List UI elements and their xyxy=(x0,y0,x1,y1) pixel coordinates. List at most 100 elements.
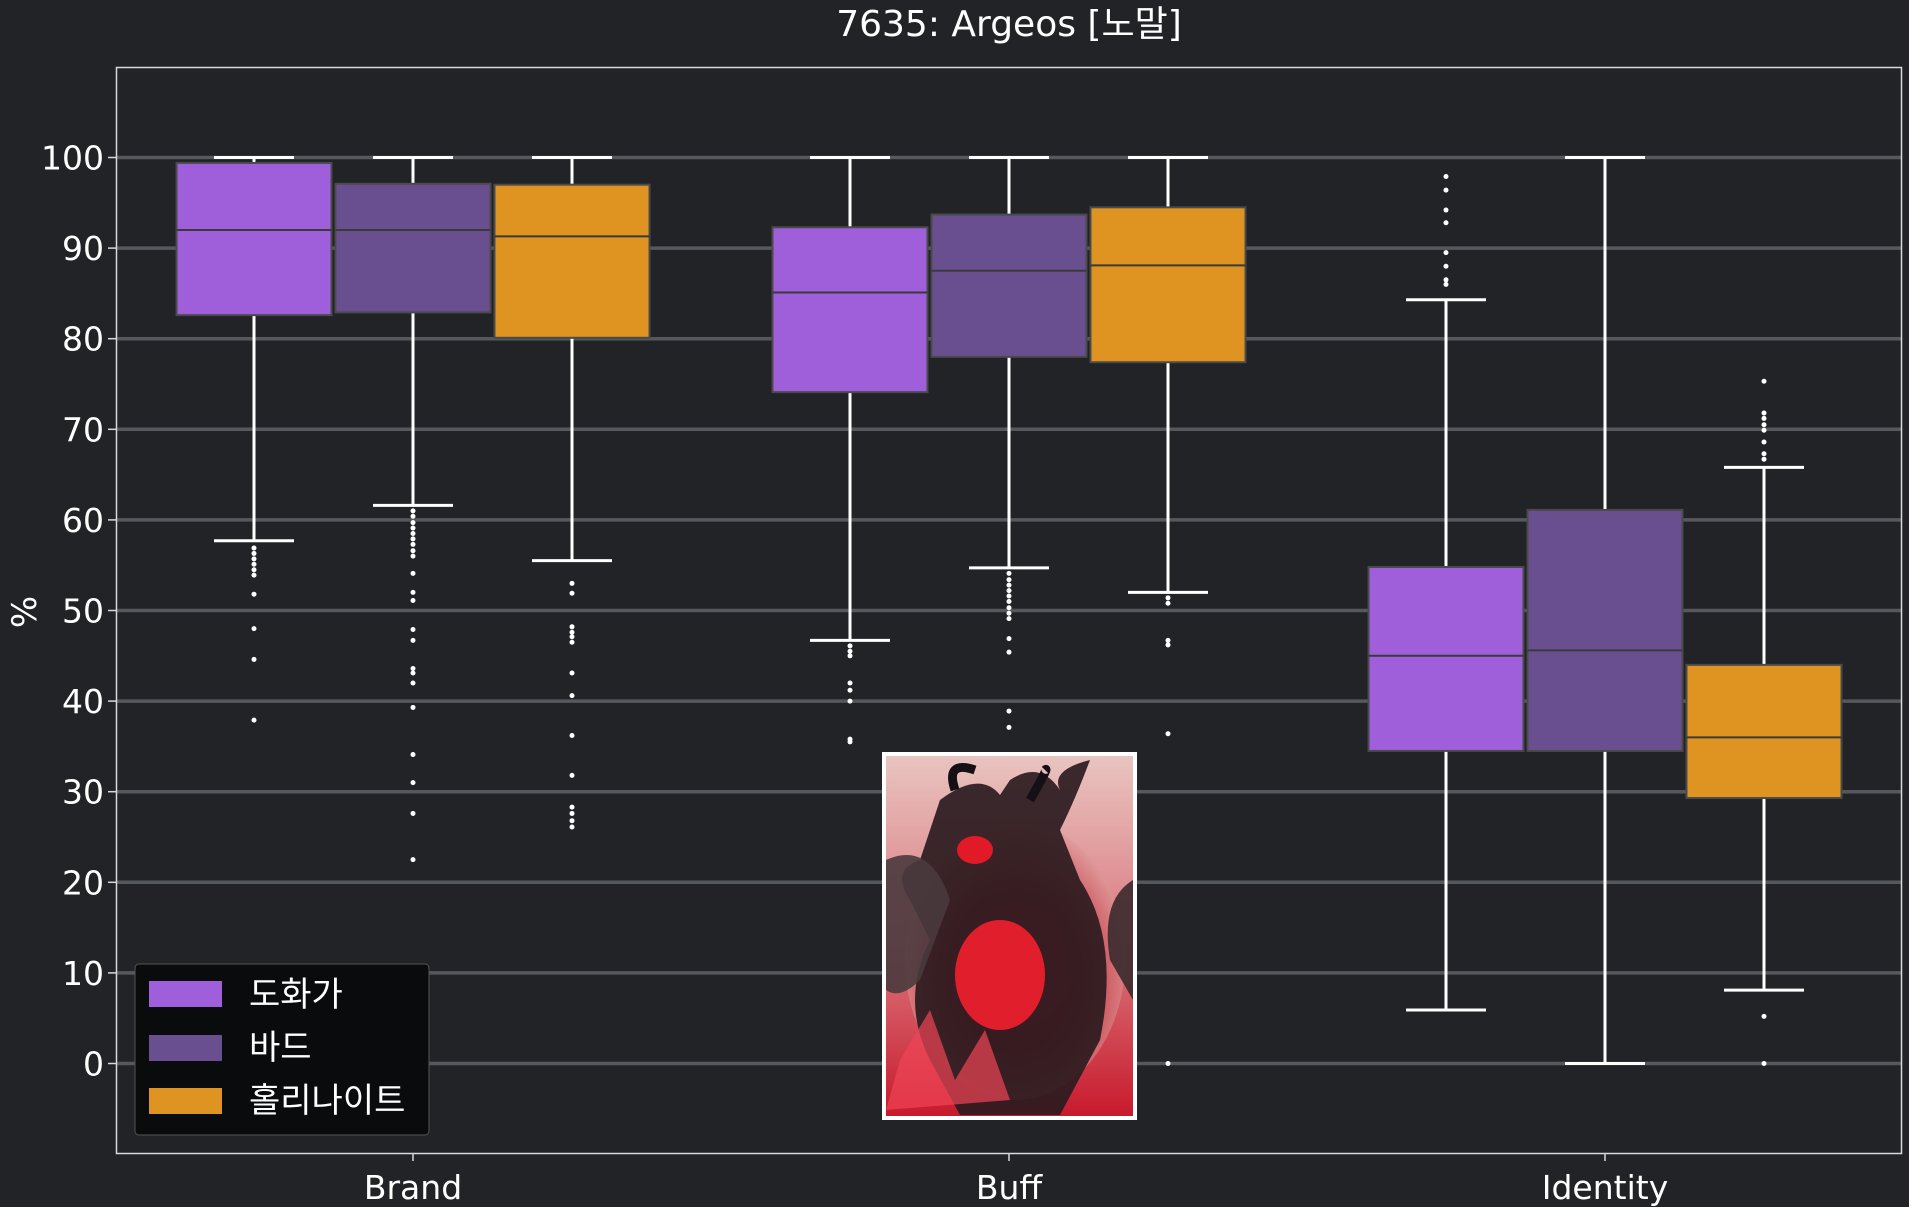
legend: 도화가 바드 홀리나이트 xyxy=(134,963,430,1136)
outlier-point xyxy=(1443,220,1449,226)
outlier-point xyxy=(1443,250,1449,256)
outlier-point xyxy=(410,752,416,758)
box-plot xyxy=(175,156,333,723)
outlier-point xyxy=(251,561,257,567)
x-tick-label: Buff xyxy=(976,1168,1044,1207)
outlier-point xyxy=(1165,637,1171,643)
outlier-point xyxy=(410,508,416,514)
box-iqr xyxy=(493,183,651,339)
box-plot xyxy=(771,156,929,745)
outlier-point xyxy=(1006,616,1012,622)
outlier-point xyxy=(1165,600,1171,606)
outlier-point xyxy=(1165,731,1171,737)
outlier-point xyxy=(847,698,853,704)
outlier-point xyxy=(1006,708,1012,714)
box-iqr xyxy=(771,226,929,394)
outlier-point xyxy=(410,780,416,786)
outlier-point xyxy=(410,548,416,554)
y-tick-label: 80 xyxy=(62,320,104,359)
outlier-point xyxy=(847,648,853,654)
legend-swatch xyxy=(149,1035,222,1061)
outlier-point xyxy=(1761,456,1767,462)
outlier-point xyxy=(251,626,257,632)
outlier-point xyxy=(410,810,416,816)
y-tick-label: 100 xyxy=(41,139,104,178)
box-plot xyxy=(1367,174,1525,1012)
outlier-point xyxy=(251,550,257,556)
outlier-point xyxy=(410,589,416,595)
outlier-point xyxy=(569,629,575,635)
outlier-point xyxy=(410,513,416,519)
y-axis-label: % xyxy=(5,596,45,628)
x-tick-label: Brand xyxy=(364,1168,462,1207)
box-iqr xyxy=(1367,566,1525,752)
outlier-point xyxy=(1165,595,1171,601)
box-iqr xyxy=(1526,508,1684,752)
outlier-point xyxy=(1006,598,1012,604)
outlier-point xyxy=(1443,277,1449,283)
outlier-point xyxy=(410,627,416,633)
legend-item: 도화가 xyxy=(149,975,343,1015)
outlier-point xyxy=(1761,410,1767,416)
outlier-point xyxy=(1006,636,1012,642)
outlier-point xyxy=(1006,610,1012,616)
box-iqr xyxy=(930,213,1088,358)
box-layer xyxy=(175,156,1843,1066)
outlier-point xyxy=(847,653,853,659)
outlier-point xyxy=(1006,570,1012,576)
outlier-point xyxy=(1443,174,1449,180)
outlier-point xyxy=(410,541,416,547)
outlier-point xyxy=(569,590,575,596)
legend-swatch xyxy=(149,1088,222,1114)
box-plot xyxy=(1685,378,1843,1066)
chart-title: 7635: Argeos [노말] xyxy=(836,4,1182,45)
y-tick-label: 50 xyxy=(62,592,104,631)
outlier-point xyxy=(1761,378,1767,384)
outlier-point xyxy=(251,556,257,562)
y-tick-label: 70 xyxy=(62,410,104,449)
outlier-point xyxy=(1006,605,1012,611)
outlier-point xyxy=(251,591,257,597)
outlier-point xyxy=(1165,642,1171,648)
outlier-point xyxy=(1443,187,1449,193)
outlier-point xyxy=(847,687,853,693)
outlier-point xyxy=(569,772,575,778)
outlier-point xyxy=(569,804,575,810)
legend-item: 바드 xyxy=(149,1028,312,1068)
y-tick-label: 60 xyxy=(62,501,104,540)
outlier-point xyxy=(1761,439,1767,445)
outlier-point xyxy=(1443,207,1449,213)
box-plot xyxy=(1089,156,1247,1066)
outlier-point xyxy=(251,567,257,573)
outlier-point xyxy=(569,693,575,699)
outlier-point xyxy=(1006,588,1012,594)
legend-swatch xyxy=(149,981,222,1007)
outlier-point xyxy=(410,637,416,643)
outlier-point xyxy=(1006,593,1012,599)
outlier-point xyxy=(847,739,853,745)
outlier-point xyxy=(569,670,575,676)
outlier-point xyxy=(410,520,416,526)
outlier-point xyxy=(251,656,257,662)
outlier-point xyxy=(410,704,416,710)
y-tick-label: 30 xyxy=(62,773,104,812)
outlier-point xyxy=(847,643,853,649)
outlier-point xyxy=(1006,724,1012,730)
outlier-point xyxy=(1006,582,1012,588)
outlier-point xyxy=(1165,1061,1171,1066)
y-tick-label: 90 xyxy=(62,229,104,268)
outlier-point xyxy=(1443,281,1449,287)
outlier-point xyxy=(569,824,575,830)
outlier-point xyxy=(410,857,416,863)
outlier-point xyxy=(410,665,416,671)
outlier-point xyxy=(251,717,257,723)
box-plot xyxy=(334,156,492,863)
outlier-point xyxy=(1761,451,1767,457)
outlier-point xyxy=(569,634,575,640)
outlier-point xyxy=(569,818,575,824)
outlier-point xyxy=(569,639,575,645)
legend-label: 홀리나이트 xyxy=(249,1081,405,1121)
